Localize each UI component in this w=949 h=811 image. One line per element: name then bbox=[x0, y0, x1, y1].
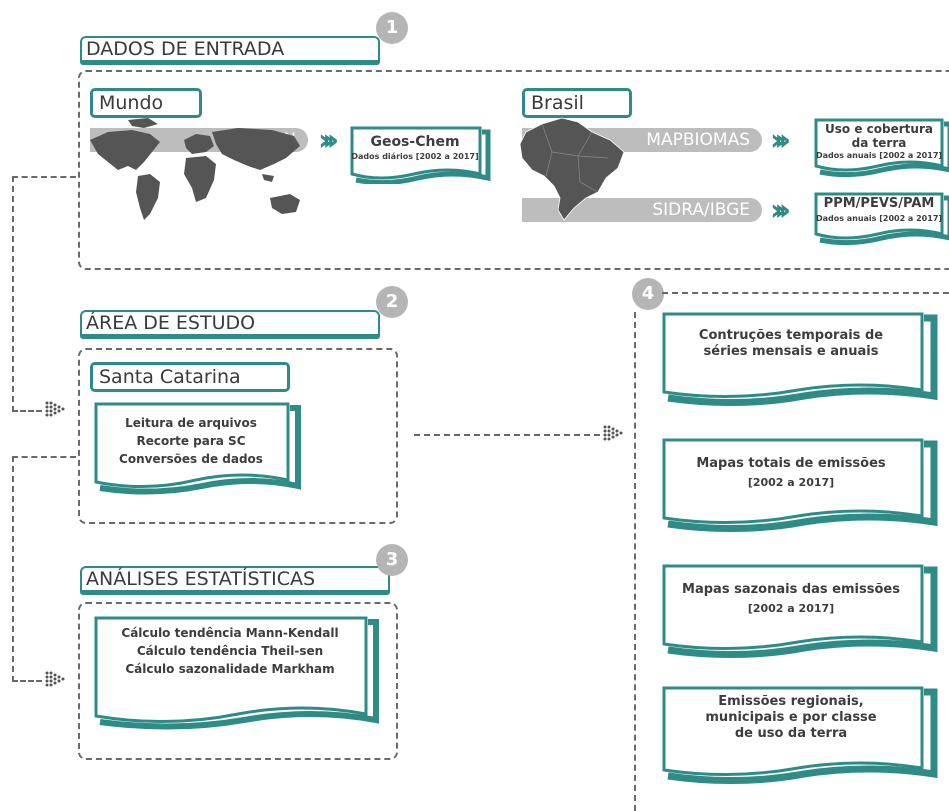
connector-3 bbox=[414, 434, 600, 436]
output-2-line-2: [2002 a 2017] bbox=[747, 476, 835, 489]
output-4-line-3: de uso da terra bbox=[734, 726, 848, 741]
output-doc-1: Contruções temporais de séries mensais e… bbox=[660, 310, 940, 410]
world-label: Mundo bbox=[90, 88, 202, 118]
land-use-doc: Uso e cobertura da terra Dados anuais [2… bbox=[812, 116, 949, 178]
santa-catarina-label: Santa Catarina bbox=[90, 362, 290, 392]
section-3-title-text: ANÁLISES ESTATÍSTICAS bbox=[86, 568, 316, 590]
sidra-label: SIDRA/IBGE bbox=[652, 200, 750, 220]
section-4-number: 4 bbox=[632, 278, 664, 310]
land-use-title-2: da terra bbox=[851, 136, 907, 150]
statistics-doc: Cálculo tendência Mann-Kendall Cálculo t… bbox=[92, 614, 382, 732]
section-3-title: ANÁLISES ESTATÍSTICAS bbox=[80, 566, 390, 595]
output-3-line-1: Mapas sazonais das emissões bbox=[682, 582, 900, 597]
section-2-title-text: ÁREA DE ESTUDO bbox=[86, 312, 256, 334]
study-area-line-1: Leitura de arquivos bbox=[125, 416, 257, 430]
statistics-line-1: Cálculo tendência Mann-Kendall bbox=[121, 626, 339, 640]
section-2-title: ÁREA DE ESTUDO bbox=[80, 310, 380, 339]
connector-1-vertical bbox=[12, 176, 14, 412]
mapbiomas-label: MAPBIOMAS bbox=[646, 130, 750, 150]
section-3-box bbox=[78, 602, 398, 760]
dotted-arrow-icon-1 bbox=[45, 401, 65, 417]
section-3-number: 3 bbox=[376, 544, 408, 576]
output-4-line-1: Emissões regionais, bbox=[718, 694, 864, 709]
output-3-line-2: [2002 a 2017] bbox=[747, 602, 835, 615]
statistics-line-3: Cálculo sazonalidade Markham bbox=[125, 662, 335, 676]
output-4-line-2: municipais e por classe bbox=[705, 710, 877, 725]
ppm-title: PPM/PEVS/PAM bbox=[823, 196, 935, 211]
section-1-number: 1 bbox=[376, 12, 408, 44]
world-map-icon bbox=[90, 118, 300, 220]
sidra-arrow-icon: ››› bbox=[770, 193, 791, 228]
connector-2-top bbox=[12, 456, 76, 458]
geos-chem-doc: Geos-Chem Dados diários [2002 a 2017] bbox=[348, 124, 492, 184]
study-area-line-2: Recorte para SC bbox=[136, 434, 246, 448]
ppm-sub: Dados anuais [2002 a 2017] bbox=[815, 214, 943, 223]
brazil-label: Brasil bbox=[522, 88, 632, 118]
statistics-line-2: Cálculo tendência Theil-sen bbox=[136, 644, 324, 658]
connector-1-top bbox=[12, 176, 76, 178]
connector-2-vertical bbox=[12, 456, 14, 682]
output-1-line-1: Contruções temporais de bbox=[698, 328, 884, 343]
section-1-box bbox=[78, 70, 949, 270]
section-1-title: DADOS DE ENTRADA bbox=[80, 36, 380, 65]
study-area-line-3: Conversões de dados bbox=[119, 452, 263, 466]
output-doc-3: Mapas sazonais das emissões [2002 a 2017… bbox=[660, 562, 940, 662]
section-1-title-text: DADOS DE ENTRADA bbox=[86, 38, 285, 60]
land-use-sub: Dados anuais [2002 a 2017] bbox=[815, 151, 943, 160]
mapbiomas-arrow-icon: ››› bbox=[770, 123, 791, 158]
connector-1-bottom bbox=[12, 410, 42, 412]
section-2-number: 2 bbox=[376, 286, 408, 318]
output-doc-2: Mapas totais de emissões [2002 a 2017] bbox=[660, 436, 940, 536]
output-1-line-2: séries mensais e anuais bbox=[703, 344, 879, 359]
land-use-title-1: Uso e cobertura bbox=[825, 122, 933, 136]
connector-2-bottom bbox=[12, 680, 42, 682]
dotted-arrow-icon-3 bbox=[603, 425, 623, 441]
output-2-line-1: Mapas totais de emissões bbox=[696, 456, 886, 471]
finn-arrow-icon: ››› bbox=[318, 123, 339, 158]
output-doc-4: Emissões regionais, municipais e por cla… bbox=[660, 684, 940, 788]
geos-chem-sub: Dados diários [2002 a 2017] bbox=[351, 152, 479, 161]
brazil-map-icon bbox=[519, 117, 625, 221]
study-area-doc: Leitura de arquivos Recorte para SC Conv… bbox=[92, 400, 302, 496]
section-4-top-border bbox=[662, 292, 949, 294]
geos-chem-title: Geos-Chem bbox=[370, 134, 460, 150]
section-4-left-border bbox=[634, 312, 636, 811]
ppm-doc: PPM/PEVS/PAM Dados anuais [2002 a 2017] bbox=[812, 190, 949, 246]
dotted-arrow-icon-2 bbox=[45, 671, 65, 687]
section-2-box bbox=[78, 348, 398, 524]
